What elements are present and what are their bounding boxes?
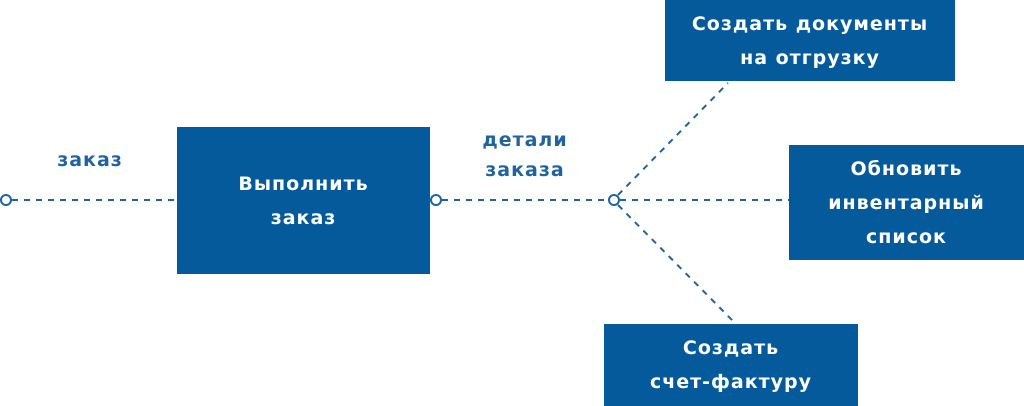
process-box-fulfill-order[interactable]: Выполнить заказ: [177, 127, 430, 274]
target-box-shipping-docs[interactable]: Создать документы на отгрузку: [665, 0, 955, 81]
branch-to-invoice: [617, 204, 736, 324]
target-line-2: счет-фактуру: [649, 371, 813, 393]
output-label: детали заказа: [460, 125, 590, 185]
process-line-1: Выполнить: [238, 172, 369, 195]
target-line-3: список: [866, 225, 947, 248]
branch-to-shipping: [617, 82, 729, 196]
input-label: заказ: [57, 149, 123, 171]
target-line-2: на отгрузку: [740, 46, 880, 69]
target-line-1: Создать документы: [691, 12, 929, 35]
output-port: [430, 194, 442, 206]
target-line-1: Обновить: [850, 157, 963, 180]
target-line-2: инвентарный: [828, 191, 985, 214]
process-line-2: заказ: [270, 206, 337, 229]
target-box-invoice[interactable]: Создать счет-фактуру: [604, 324, 858, 406]
output-label-line-1: детали: [482, 129, 568, 151]
output-label-line-2: заказа: [485, 159, 565, 181]
target-box-inventory[interactable]: Обновить инвентарный список: [789, 145, 1024, 260]
input-port: [0, 194, 12, 206]
branch-junction: [608, 194, 620, 206]
target-line-1: Создать: [682, 337, 780, 359]
